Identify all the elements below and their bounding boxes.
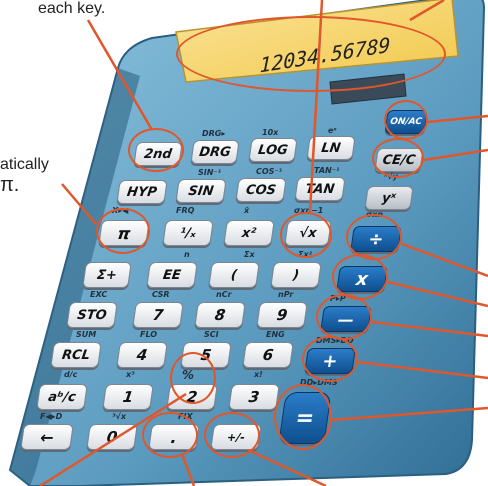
zero-key[interactable]: 0 [86, 424, 138, 450]
highlight-percent [170, 352, 216, 404]
log-key[interactable]: LOG [248, 138, 298, 162]
caption-each-key: each key. [38, 0, 106, 17]
label-tan-inv: TAN⁻¹ [314, 166, 340, 175]
sto-key[interactable]: STO [66, 302, 118, 328]
eight-key[interactable]: 8 [194, 302, 246, 328]
one-key[interactable]: 1 [102, 384, 154, 410]
label-n: n [184, 250, 190, 259]
label-cos-inv: COS⁻¹ [256, 167, 283, 176]
calculator-edge [10, 68, 140, 486]
highlight-ce-c [372, 138, 424, 178]
backspace-key[interactable]: ← [20, 424, 74, 450]
label-dd-dms: DD▸DMS [300, 378, 338, 387]
six-key[interactable]: 6 [242, 342, 294, 368]
highlight-multiply [332, 254, 388, 300]
drg-key[interactable]: DRG [190, 140, 240, 164]
label-sigma-n1: σxn−1 [294, 206, 324, 215]
highlight-sqrt [280, 212, 332, 258]
highlight-plus [302, 336, 358, 382]
highlight-negate [204, 412, 260, 458]
label-csr: CSR [152, 290, 170, 299]
label-flo: FLO [140, 330, 158, 339]
label-cuberoot: ³√x [112, 412, 126, 421]
y-power-x-key[interactable]: yˣ [364, 186, 414, 210]
label-10x: 10x [262, 128, 279, 137]
label-xbar: x̄ [244, 206, 250, 215]
label-sum: SUM [76, 330, 97, 339]
highlight-pi [96, 208, 150, 254]
label-ncr: nCr [216, 290, 232, 299]
label-xfact: x! [254, 370, 263, 379]
caption-automatically: atically [0, 156, 49, 173]
x-squared-key[interactable]: x² [223, 220, 275, 246]
label-npr: nPr [278, 290, 294, 299]
caption-pi: π. [0, 174, 20, 196]
sin-key[interactable]: SIN [175, 179, 227, 203]
highlight-display [176, 16, 446, 92]
ee-key[interactable]: EE [146, 262, 198, 288]
label-dc: d/c [64, 370, 78, 379]
sigma-plus-key[interactable]: Σ+ [82, 262, 132, 288]
highlight-divide [346, 214, 402, 260]
nine-key[interactable]: 9 [256, 302, 308, 328]
cos-key[interactable]: COS [235, 178, 287, 202]
right-paren-key[interactable]: ) [270, 262, 322, 288]
label-sigma-x: Σx [244, 250, 255, 259]
label-drg-arrow: DRG▸ [202, 129, 226, 138]
four-key[interactable]: 4 [116, 342, 168, 368]
rcl-key[interactable]: RCL [50, 342, 102, 368]
tan-key[interactable]: TAN [294, 177, 346, 201]
label-sci: SCI [204, 330, 219, 339]
label-exc: EXC [90, 290, 108, 299]
highlight-equals [274, 384, 332, 450]
ln-key[interactable]: LN [306, 136, 356, 160]
label-ex: eˣ [328, 126, 337, 135]
three-key[interactable]: 3 [228, 384, 280, 410]
reciprocal-key[interactable]: ¹/ₓ [162, 220, 214, 246]
label-sin-inv: SIN⁻¹ [198, 168, 222, 177]
highlight-on-ac [384, 100, 428, 140]
label-x3: x³ [126, 370, 135, 379]
label-f-d: F◀▸D [40, 412, 63, 421]
hyp-key[interactable]: HYP [116, 180, 168, 204]
fraction-key[interactable]: aᵇ/c [36, 384, 88, 410]
highlight-decimal [142, 412, 198, 458]
seven-key[interactable]: 7 [132, 302, 184, 328]
label-frq: FRQ [176, 206, 195, 215]
highlight-second-key [128, 128, 184, 172]
highlight-minus [316, 294, 372, 340]
left-paren-key[interactable]: ( [208, 262, 260, 288]
label-eng: ENG [266, 330, 285, 339]
